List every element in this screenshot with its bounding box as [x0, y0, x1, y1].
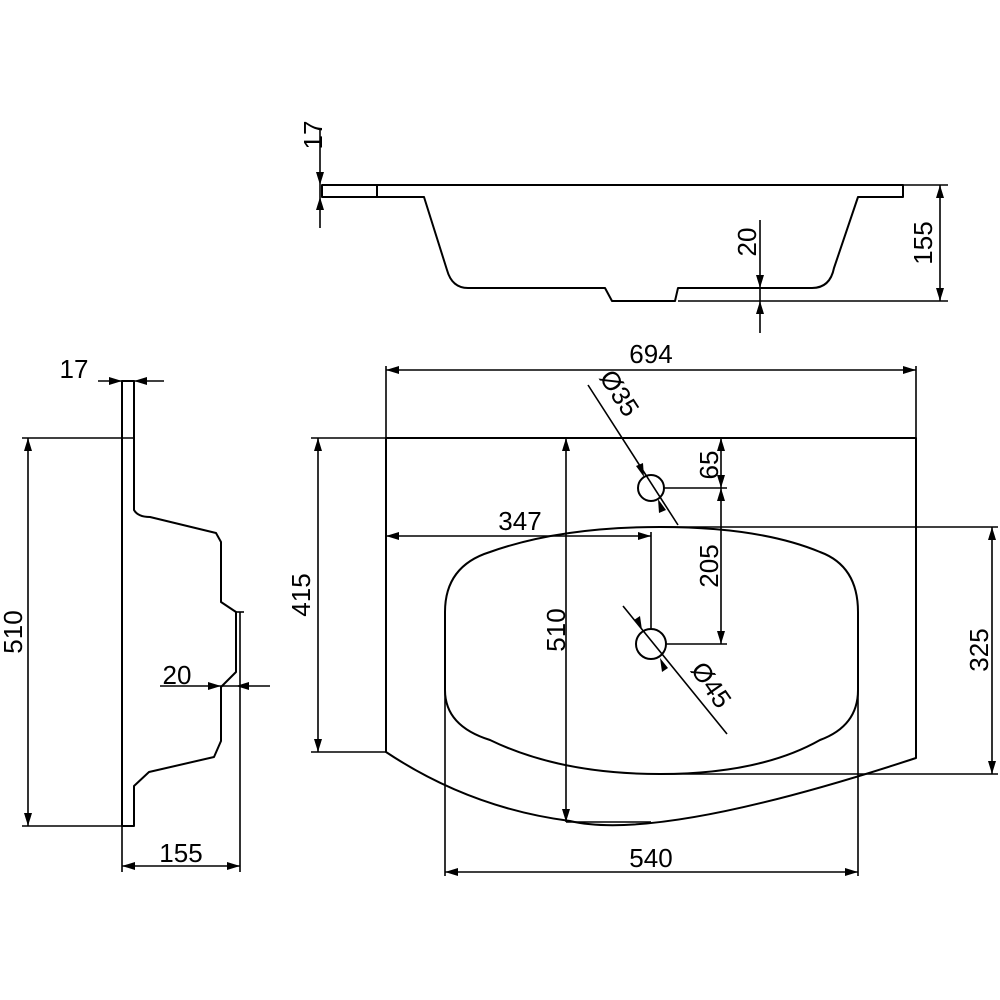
front-view-outline — [321, 184, 904, 302]
side-height-label: 155 — [159, 838, 202, 868]
plan-right-edge-label: 325 — [964, 628, 994, 671]
side-depth-label: 510 — [0, 610, 28, 653]
plan-bowl-width-label: 540 — [629, 843, 672, 873]
front-height-label: 155 — [908, 221, 938, 264]
plan-tap-to-back-label: 65 — [694, 451, 724, 480]
plan-tap-center-label: 347 — [498, 506, 541, 536]
plan-tap-hole-label: Ø35 — [594, 364, 646, 422]
plan-total-width-label: 694 — [629, 339, 672, 369]
plan-total-depth-label: 415 — [286, 573, 316, 616]
front-thickness-label: 17 — [298, 121, 328, 150]
countertop-outline — [385, 437, 917, 827]
side-view-outline — [121, 380, 237, 827]
side-view: 17 510 20 155 — [0, 354, 270, 872]
plan-tap-to-drain-label: 205 — [694, 544, 724, 587]
side-thickness-label: 17 — [60, 354, 89, 384]
front-drain-step-label: 20 — [732, 228, 762, 257]
bowl-outline — [444, 526, 859, 775]
plan-drain-hole-label: Ø45 — [685, 656, 738, 713]
front-view: 17 155 20 — [298, 121, 948, 333]
plan-view: 694 415 347 65 205 510 — [286, 339, 998, 876]
side-drain-step-label: 20 — [163, 660, 192, 690]
plan-bowl-depth-label: 510 — [541, 608, 571, 651]
